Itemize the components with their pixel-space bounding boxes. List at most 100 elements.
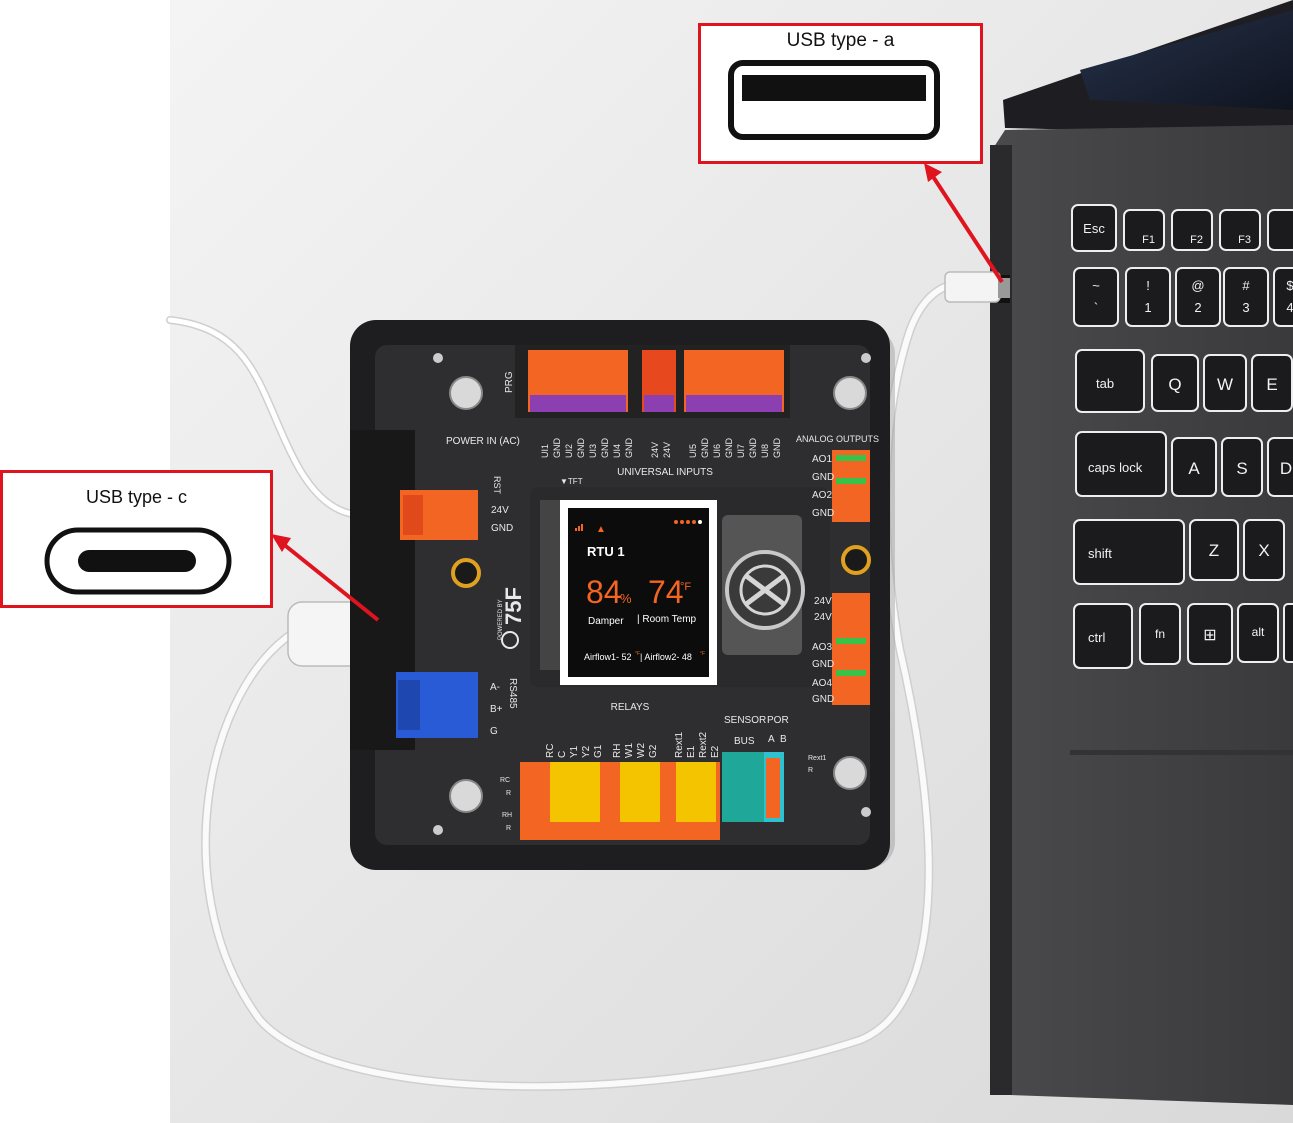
- label-universal-inputs: UNIVERSAL INPUTS: [617, 467, 713, 478]
- svg-text:D: D: [1280, 459, 1292, 478]
- svg-text:E: E: [1266, 375, 1277, 394]
- svg-text:R: R: [506, 790, 511, 797]
- key-z: Z: [1189, 519, 1239, 581]
- svg-text:X: X: [1258, 541, 1269, 560]
- laptop-side-edge: [990, 145, 1012, 1095]
- photo-left-cut: [0, 0, 170, 312]
- svg-text:GND: GND: [812, 472, 834, 483]
- relay-terminals: [520, 752, 784, 840]
- svg-text:Z: Z: [1209, 541, 1219, 560]
- key-f3: F3: [1219, 209, 1261, 251]
- svg-text:B+: B+: [490, 704, 503, 715]
- callout-usb-type-a: USB type - a: [698, 23, 983, 164]
- label-analog-outputs: ANALOG OUTPUTS: [796, 434, 879, 444]
- svg-text:AO1: AO1: [812, 454, 832, 465]
- svg-text:UI5: UI5: [688, 444, 698, 458]
- tft-screen: [568, 508, 709, 677]
- airflow1-text: Airflow1- 52: [584, 652, 632, 662]
- svg-text:F3: F3: [1238, 234, 1251, 246]
- svg-text:@: @: [1191, 278, 1204, 293]
- analog-output-labels: AO1 GND AO2 GND 24V 24V AO3 GND AO4 GND: [812, 454, 834, 705]
- label-rst: RST: [492, 476, 502, 495]
- key-esc: Esc: [1071, 204, 1117, 252]
- svg-text:`: `: [1094, 300, 1098, 315]
- key-w: W: [1203, 354, 1247, 412]
- signal-icon: [575, 524, 583, 531]
- svg-text:Y2: Y2: [581, 745, 592, 758]
- svg-text:4: 4: [1286, 300, 1293, 315]
- svg-text:UI2: UI2: [564, 444, 574, 458]
- label-relays: RELAYS: [611, 702, 650, 713]
- key-q: Q: [1151, 354, 1199, 412]
- temp-unit: °F: [680, 581, 691, 593]
- laptop: Esc F1 F2 F3 ~` !1 @2 #3 $4 tab Q W E ca…: [990, 0, 1293, 1105]
- svg-text:#: #: [1242, 278, 1250, 293]
- relay-labels: RC C Y1 Y2 G1 RH W1 W2 G2 Rext1 E1 Rext2…: [545, 731, 721, 758]
- airflow2-unit: °F: [700, 651, 705, 657]
- callout-usb-a-title: USB type - a: [786, 30, 895, 51]
- tft-content: ▲ RTU 1 84 % 74 °F Damper | Room Temp Ai…: [575, 520, 705, 662]
- key-caps-lock: caps lock: [1075, 431, 1167, 497]
- svg-text:2: 2: [1194, 300, 1201, 315]
- label-prg: PRG: [504, 371, 515, 393]
- svg-text:fn: fn: [1155, 627, 1165, 641]
- label-power-in: POWER IN (AC): [446, 436, 520, 447]
- arrow-usb-a: [930, 173, 1004, 284]
- svg-text:G2: G2: [648, 744, 659, 758]
- svg-text:UI3: UI3: [588, 444, 598, 458]
- mount-hole-tl: [449, 376, 483, 410]
- svg-text:GND: GND: [700, 438, 710, 459]
- svg-text:G1: G1: [593, 744, 604, 758]
- svg-text:GND: GND: [748, 438, 758, 459]
- svg-text:POWERED BY: POWERED BY: [498, 599, 504, 640]
- svg-text:UI4: UI4: [612, 444, 622, 458]
- flame-icon: ▲: [596, 524, 606, 535]
- status-dots-icon: [674, 520, 702, 524]
- svg-text:W2: W2: [636, 743, 647, 758]
- label-sensor: SENSOR: [724, 715, 766, 726]
- key-e: E: [1251, 354, 1293, 412]
- svg-text:S: S: [1236, 459, 1247, 478]
- svg-text:AO2: AO2: [812, 490, 832, 501]
- svg-text:UI7: UI7: [736, 444, 746, 458]
- label-tft: ▼TFT: [560, 477, 583, 486]
- label-gnd: GND: [491, 523, 513, 534]
- svg-text:GND: GND: [624, 438, 634, 459]
- svg-text:RH: RH: [612, 744, 623, 758]
- universal-input-labels: UI1 GND UI2 GND UI3 GND UI4 GND 24V 24V …: [540, 438, 782, 459]
- svg-text:AO3: AO3: [812, 642, 832, 653]
- key-tilde: ~`: [1073, 267, 1119, 327]
- svg-text:RC: RC: [500, 777, 510, 784]
- svg-text:24V: 24V: [814, 596, 832, 607]
- arrow-usb-c: [280, 541, 380, 622]
- key-ctrl: ctrl: [1073, 603, 1133, 669]
- usb-a-port-icon: [728, 60, 940, 140]
- svg-text:24V: 24V: [662, 442, 672, 458]
- svg-text:shift: shift: [1088, 546, 1112, 561]
- analog-output-terminals: [832, 450, 870, 705]
- key-f2: F2: [1171, 209, 1213, 251]
- svg-text:G: G: [490, 726, 498, 737]
- svg-text:GND: GND: [812, 694, 834, 705]
- svg-text:GND: GND: [576, 438, 586, 459]
- mount-hole-br: [833, 756, 867, 790]
- key-1: !1: [1125, 267, 1171, 327]
- laptop-screen: [1080, 10, 1293, 110]
- svg-text:Q: Q: [1168, 375, 1181, 394]
- svg-text:!: !: [1146, 278, 1150, 293]
- svg-text:GND: GND: [812, 659, 834, 670]
- usb-a-plug: [944, 271, 1001, 303]
- svg-text:24V: 24V: [650, 442, 660, 458]
- svg-text:B: B: [780, 734, 787, 745]
- svg-text:Rext2: Rext2: [698, 731, 709, 758]
- label-por: POR: [767, 715, 789, 726]
- key-s: S: [1221, 437, 1263, 497]
- svg-text:$: $: [1286, 278, 1293, 293]
- callout-usb-type-c: USB type - c: [0, 470, 273, 608]
- key-tab: tab: [1075, 349, 1145, 413]
- svg-text:GND: GND: [812, 508, 834, 519]
- damper-value: 84: [586, 574, 622, 610]
- callout-arrows: [271, 163, 1004, 622]
- key-fn: fn: [1139, 603, 1181, 665]
